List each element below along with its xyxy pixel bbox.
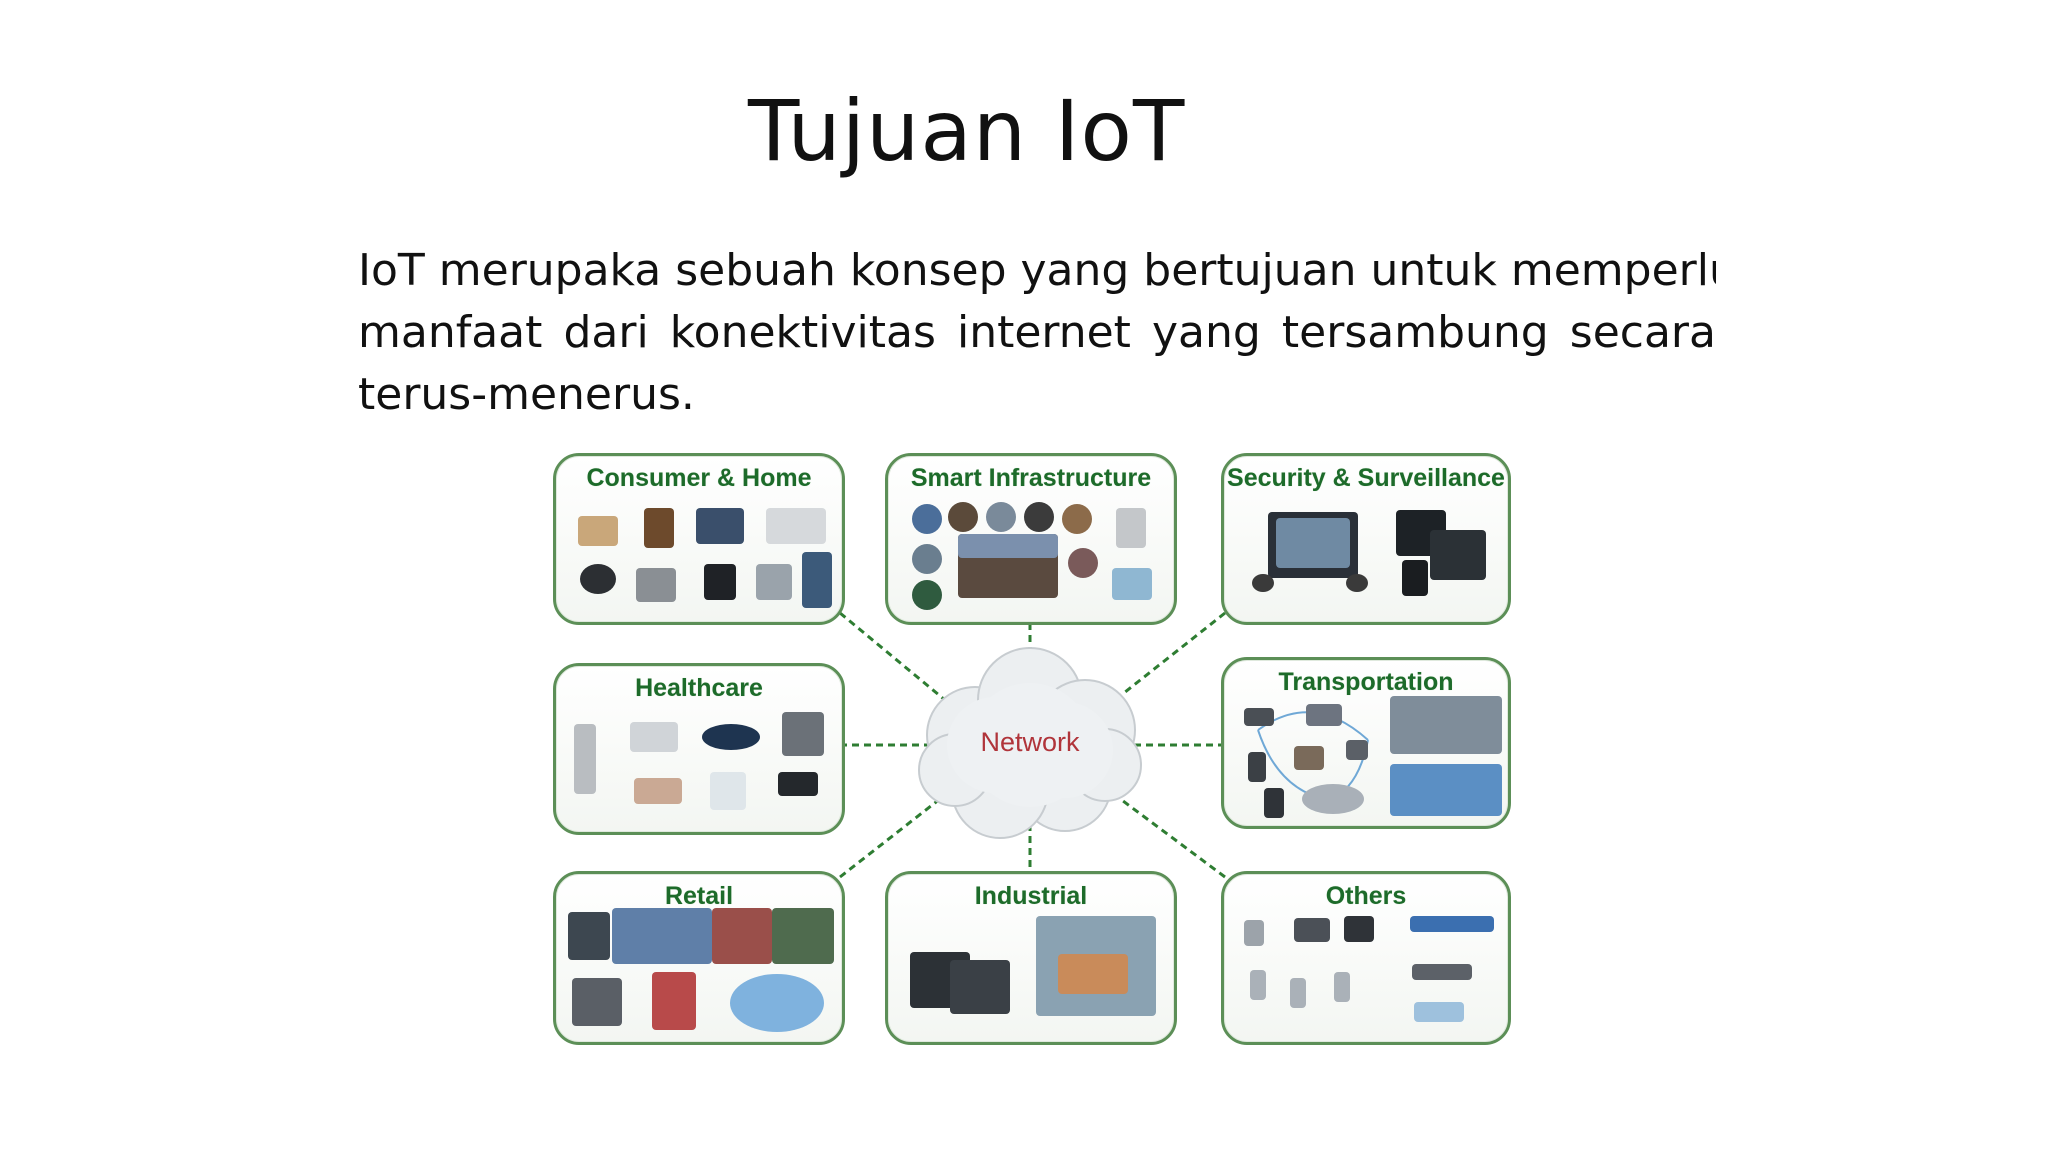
slide-title: Tujuan IoT (748, 82, 1186, 180)
person-image (802, 552, 832, 608)
medical-stand-image (574, 724, 596, 794)
medical-device-image (630, 722, 678, 752)
panel-title-industrial: Industrial (974, 882, 1088, 910)
sensor-node-image (1290, 978, 1306, 1008)
gateway-image (1294, 918, 1330, 942)
phone-image (1248, 752, 1266, 782)
kiosk-image (568, 912, 610, 960)
house-sky-image (958, 534, 1058, 558)
panel-title-transportation: Transportation (1278, 668, 1454, 696)
tv-image (696, 508, 744, 544)
store-display-image (612, 908, 712, 964)
panel-title-others: Others (1325, 882, 1407, 910)
camera-feed-image (1276, 518, 1350, 568)
wearable-image (702, 724, 760, 750)
tablet-image (782, 712, 824, 756)
laptop-image (1306, 704, 1342, 726)
iot-diagram: Network Consumer & Home Smart Infrastruc… (545, 445, 1515, 1055)
blood-pressure-monitor-image (710, 772, 746, 810)
display-image (1112, 568, 1152, 600)
panel-healthcare: Healthcare (553, 663, 845, 835)
oximeter-image (778, 772, 818, 796)
sensor-node-image (1244, 920, 1264, 946)
traffic-image (1390, 696, 1502, 754)
link-consumer-home (839, 611, 946, 702)
router-image (636, 568, 676, 602)
device-image (1346, 740, 1368, 760)
speaker-image (580, 564, 616, 594)
link-security (1114, 611, 1226, 702)
sensor-network-icon (1414, 1002, 1464, 1022)
toaster-image (578, 516, 618, 546)
appliance-image (644, 508, 674, 548)
vending-machine-image (652, 972, 696, 1030)
sensor-icon (912, 504, 942, 534)
panel-title-security-surveillance: Security & Surveillance (1227, 464, 1505, 492)
shoppers-image (772, 908, 834, 964)
panel-retail: Retail (553, 871, 845, 1045)
body-paragraph: IoT merupaka sebuah konsep yang bertujua… (358, 240, 1716, 426)
device-image (766, 508, 826, 544)
agriculture-icons (1412, 964, 1472, 980)
sensor-node-image (1250, 970, 1266, 1000)
link-others (1114, 793, 1226, 879)
watch-image (756, 564, 792, 600)
highway-map-image (1390, 764, 1502, 816)
panel-title-consumer-home: Consumer & Home (586, 464, 812, 492)
smartwatch-image (704, 564, 736, 600)
sensor-icon (1024, 502, 1054, 532)
sensor-node-image (1334, 972, 1350, 1002)
link-retail (839, 793, 946, 879)
network-links (839, 611, 1226, 879)
sensor-icon (948, 502, 978, 532)
people-image (1294, 746, 1324, 770)
car-image (1302, 784, 1364, 814)
panel-others: Others (1221, 871, 1511, 1045)
control-panel-image (950, 960, 1010, 1014)
panel-industrial: Industrial (885, 871, 1177, 1045)
sensor-icon (1062, 504, 1092, 534)
sensor-icon (912, 580, 942, 610)
camera-icon (1346, 574, 1368, 592)
customers-image (572, 978, 622, 1026)
factory-building-image (1058, 954, 1128, 994)
sensor-icon (986, 502, 1016, 532)
panel-title-smart-infrastructure: Smart Infrastructure (910, 464, 1152, 492)
use-case-icons (1410, 916, 1494, 932)
panel-title-healthcare: Healthcare (635, 674, 763, 702)
hand-device-image (634, 778, 682, 804)
panel-transportation: Transportation (1221, 657, 1511, 829)
panel-smart-infrastructure: Smart Infrastructure (885, 453, 1177, 625)
server-image (1264, 788, 1284, 818)
camera-icon (1252, 574, 1274, 592)
sensor-icon (912, 544, 942, 574)
body-line-3: terus-menerus. (358, 369, 695, 420)
panel-security-surveillance: Security & Surveillance (1221, 453, 1511, 625)
panel-title-retail: Retail (664, 882, 734, 910)
phone-image (1402, 560, 1428, 596)
keypad-image (1116, 508, 1146, 548)
router-image (1244, 708, 1274, 726)
sensor-icon (1068, 548, 1098, 578)
retail-cycle-image (730, 974, 824, 1032)
body-line-1: IoT merupaka sebuah konsep yang bertujua… (358, 245, 1716, 296)
panel-consumer-home: Consumer & Home (553, 453, 845, 625)
body-line-2: manfaat dari konektivitas internet yang … (358, 307, 1716, 358)
monitor-image (1344, 916, 1374, 942)
shop-image (712, 908, 772, 964)
tablet-image (1430, 530, 1486, 580)
network-label: Network (980, 727, 1080, 757)
